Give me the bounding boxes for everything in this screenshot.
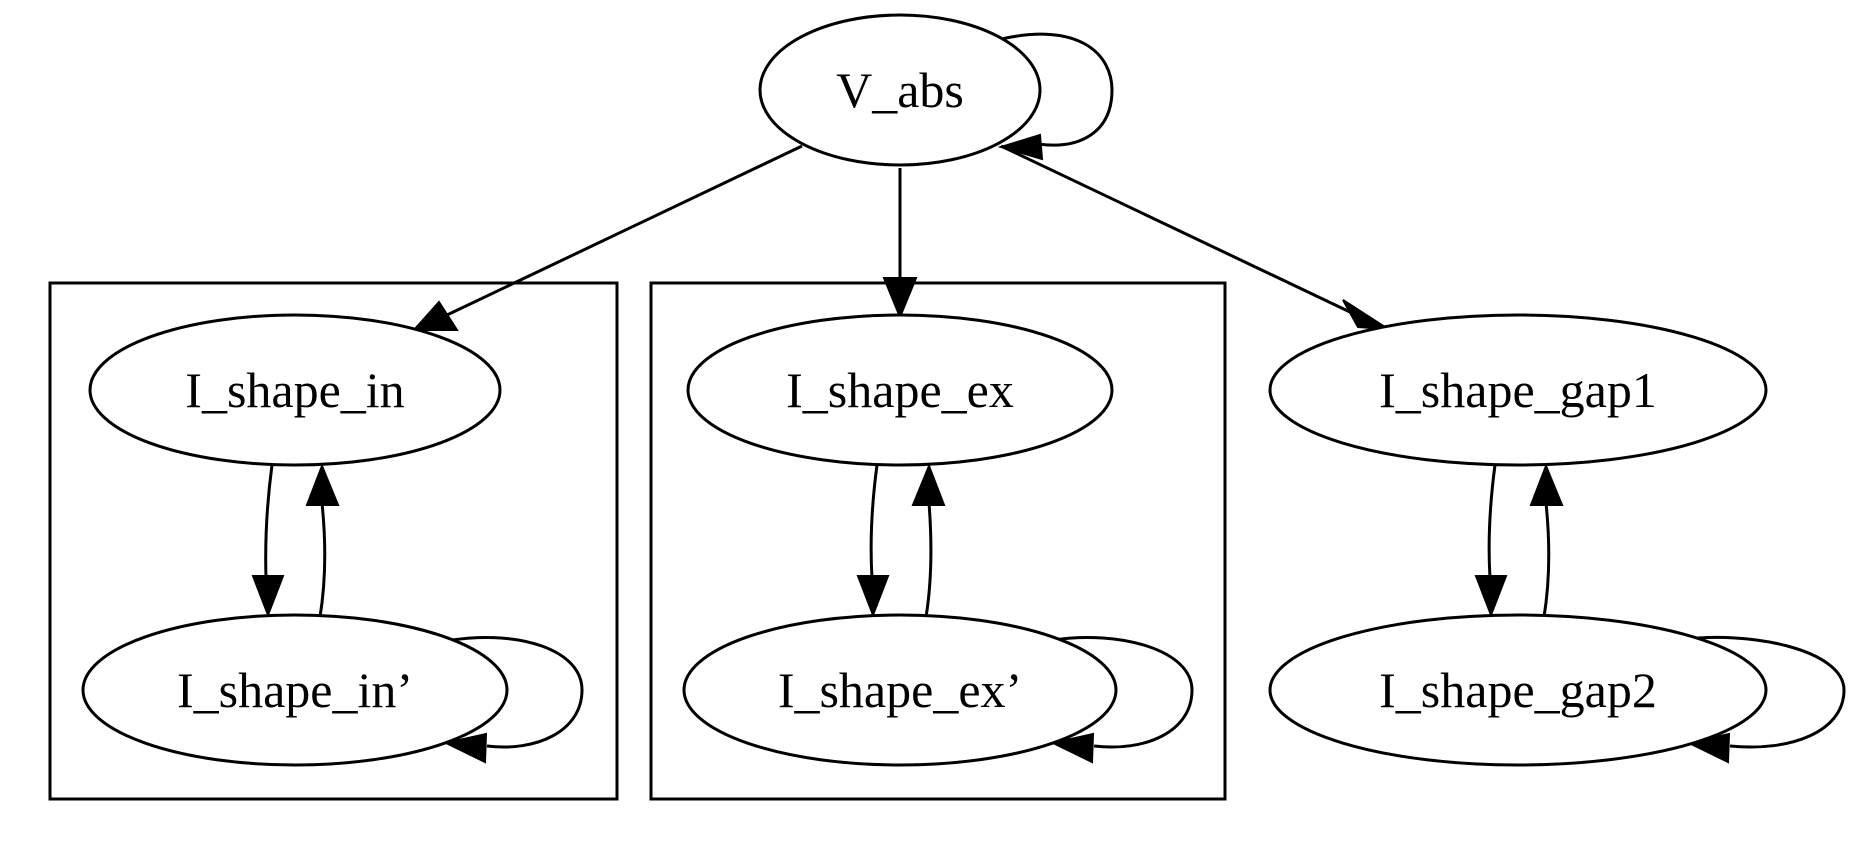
edge-shape-gap2-self-loop xyxy=(1679,636,1846,749)
edge-vabs-self-loop-arrowhead xyxy=(997,133,1044,161)
node-shape-ex-prime: I_shape_ex’ xyxy=(682,613,1118,767)
edge-shape-ex-prime-to-shape-ex-arrowhead xyxy=(911,463,946,506)
edge-vabs-to-shape-in-arrowhead xyxy=(411,300,459,331)
edge-shape-in-to-shape-in-prime xyxy=(264,464,274,579)
edge-shape-ex-to-shape-ex-prime xyxy=(869,464,879,579)
node-shape-ex: I_shape_ex xyxy=(686,313,1114,467)
node-shape-ex-label: I_shape_ex xyxy=(786,362,1014,418)
edge-shape-in-prime-to-shape-in xyxy=(318,502,327,618)
node-v-abs: V_abs xyxy=(758,13,1042,167)
node-shape-gap1-label: I_shape_gap1 xyxy=(1379,362,1657,418)
node-shape-gap2-label: I_shape_gap2 xyxy=(1379,662,1657,718)
edge-vabs-self-loop xyxy=(996,32,1114,147)
edge-shape-gap1-to-shape-gap2-arrowhead xyxy=(1474,575,1508,618)
cluster-shape-in xyxy=(48,281,619,801)
edge-shape-gap2-to-shape-gap1 xyxy=(1542,502,1551,618)
node-shape-in: I_shape_in xyxy=(88,313,502,467)
node-shape-gap2: I_shape_gap2 xyxy=(1268,613,1768,767)
edge-shape-in-prime-self-loop-arrowhead xyxy=(442,732,488,764)
node-shape-in-label: I_shape_in xyxy=(185,362,404,418)
node-shape-gap1: I_shape_gap1 xyxy=(1268,313,1768,467)
node-shape-in-prime: I_shape_in’ xyxy=(81,613,509,767)
edge-shape-in-prime-self-loop xyxy=(451,636,584,749)
edge-shape-in-to-shape-in-prime-arrowhead xyxy=(251,575,285,618)
edge-shape-ex-to-shape-ex-prime-arrowhead xyxy=(856,575,890,618)
node-shape-ex-prime-label: I_shape_ex’ xyxy=(778,662,1022,718)
edge-vabs-to-shape-gap1 xyxy=(1000,144,1351,314)
edge-shape-ex-prime-self-loop xyxy=(1052,636,1194,749)
edge-shape-ex-prime-to-shape-ex xyxy=(924,502,933,618)
node-v-abs-label: V_abs xyxy=(836,62,964,118)
edge-vabs-to-shape-in xyxy=(446,144,803,317)
edge-vabs-to-shape-gap1-arrowhead xyxy=(1342,299,1392,331)
node-shape-in-prime-label: I_shape_in’ xyxy=(177,662,413,718)
edge-vabs-to-shape-ex-arrowhead xyxy=(882,277,918,320)
cluster-shape-ex xyxy=(649,281,1227,801)
edge-shape-gap2-to-shape-gap1-arrowhead xyxy=(1529,463,1564,506)
edge-shape-gap1-to-shape-gap2 xyxy=(1487,464,1497,579)
edge-shape-in-prime-to-shape-in-arrowhead xyxy=(305,463,340,506)
edge-shape-ex-prime-self-loop-arrowhead xyxy=(1049,732,1095,764)
